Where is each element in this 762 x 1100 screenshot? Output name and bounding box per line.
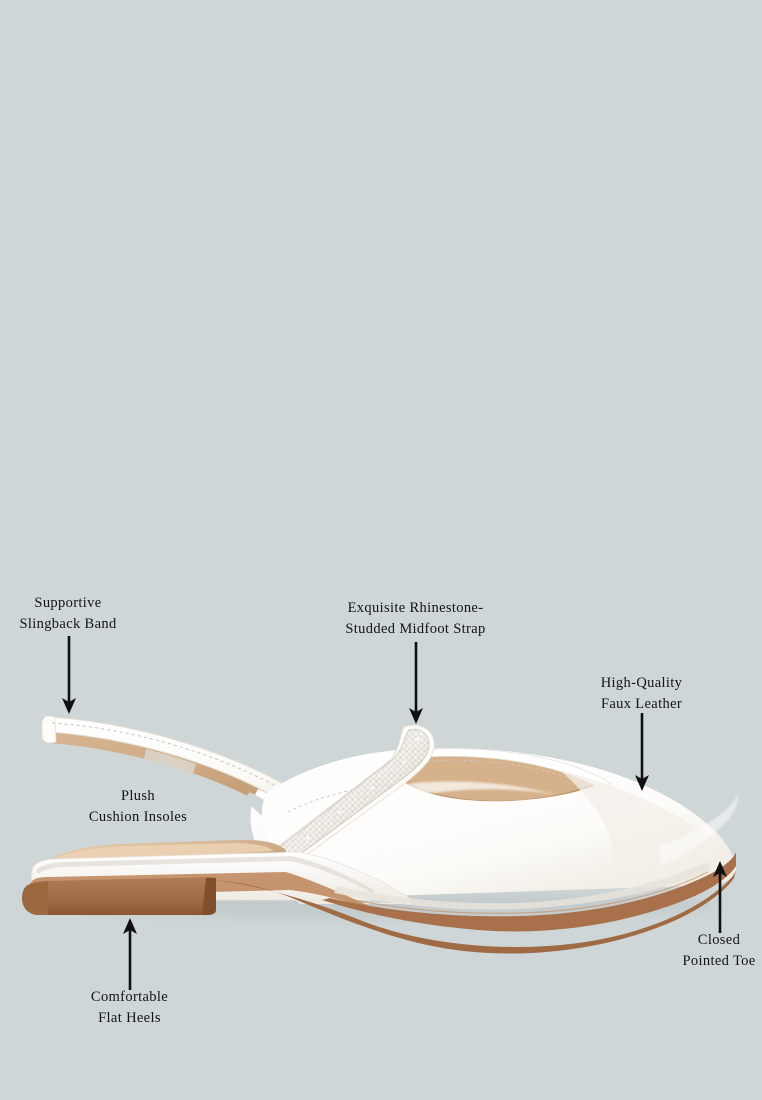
arrow-down-icon-faux-leather xyxy=(631,713,653,793)
arrow-down-icon-midfoot-strap xyxy=(405,642,427,726)
arrow-up-icon-flat-heels xyxy=(119,918,141,990)
callout-high-quality-faux-leather: High-Quality Faux Leather xyxy=(600,675,683,712)
callout-closed-pointed-toe: Closed Pointed Toe xyxy=(682,932,756,969)
callout-comfortable-flat-heels: Comfortable Flat Heels xyxy=(90,989,169,1026)
callout-plush-cushion-insoles: Plush Cushion Insoles xyxy=(88,788,188,825)
callout-rhinestone-midfoot-strap: Exquisite Rhinestone- Studded Midfoot St… xyxy=(345,600,486,637)
arrow-down-icon-slingback-band xyxy=(58,636,80,716)
arrow-up-icon-pointed-toe xyxy=(709,861,731,933)
callout-supportive-slingback-band: Supportive Slingback Band xyxy=(19,595,117,632)
